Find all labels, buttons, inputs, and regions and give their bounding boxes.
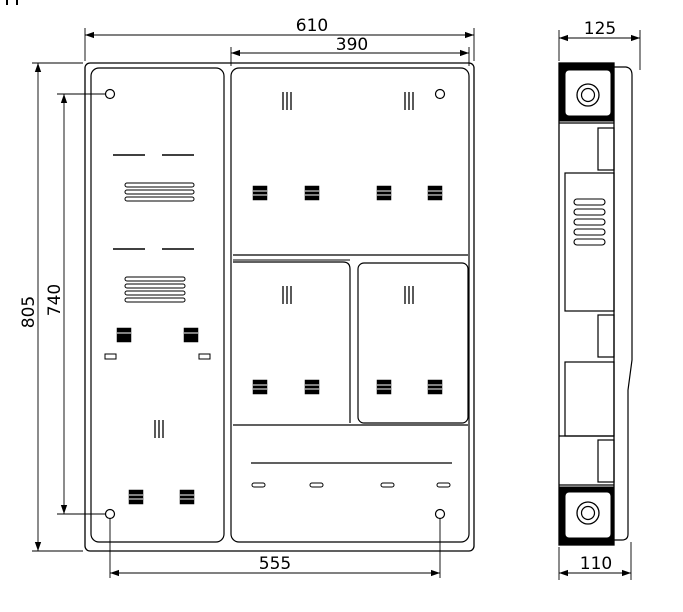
seal-slot (282, 92, 292, 110)
vent-grille-lower (124, 276, 186, 303)
dim-hole-horizontal-spacing: 555 (259, 554, 291, 574)
terminal-slots (251, 482, 451, 488)
clip (376, 185, 392, 201)
side-body (558, 62, 615, 546)
right-panel (230, 67, 470, 543)
mount-hole-bottom-right (434, 508, 446, 520)
side-cover-profile (614, 66, 633, 541)
side-dimension-labels: 125 110 (580, 19, 616, 574)
side-hole-bottom (576, 501, 600, 525)
enclosure-outline (84, 62, 475, 552)
clip (304, 185, 320, 201)
side-latch-panel (564, 361, 615, 437)
dim-hole-vertical-spacing: 740 (45, 284, 65, 316)
mount-hole-top-left (104, 88, 116, 100)
side-latch-1 (597, 127, 615, 171)
seal-slot (282, 286, 292, 304)
front-dimensions (32, 28, 475, 578)
corner-mark (6, 0, 18, 5)
meter-window-right (357, 262, 469, 424)
mount-hole-bottom-left (104, 508, 116, 520)
clip (116, 327, 132, 343)
clip (376, 379, 392, 395)
dim-side-body-depth: 110 (580, 554, 612, 574)
vent-grille-upper (124, 182, 195, 202)
left-panel (90, 67, 225, 543)
clip (252, 185, 268, 201)
front-dimension-labels: 610 390 805 740 555 (19, 16, 368, 574)
seal-slots (154, 92, 414, 438)
meter-window-left (233, 261, 351, 423)
side-view (558, 62, 633, 546)
left-panel-dashes (113, 154, 194, 250)
mount-hole-top-right (434, 88, 446, 100)
side-horizontal-lines (559, 122, 614, 486)
clip (128, 489, 144, 505)
clip (183, 327, 199, 343)
side-dimensions (558, 30, 641, 580)
clip-blocks (116, 185, 443, 505)
clip (427, 185, 443, 201)
seal-slot (404, 92, 414, 110)
clip (252, 379, 268, 395)
small-tabs (104, 353, 211, 360)
seal-slot (404, 286, 414, 304)
dim-side-overall-depth: 125 (584, 19, 616, 39)
clip (427, 379, 443, 395)
side-hole-top (576, 83, 600, 107)
side-vent-slots (573, 198, 606, 246)
dim-overall-width: 610 (296, 16, 328, 36)
dim-right-section-width: 390 (336, 35, 368, 55)
clip-ridges (117, 190, 442, 500)
side-latch-3 (597, 439, 615, 483)
side-vent-panel (564, 172, 615, 312)
dim-overall-height: 805 (19, 296, 39, 328)
clip (179, 489, 195, 505)
side-latch-2 (597, 314, 615, 358)
seal-slot (154, 420, 164, 438)
front-view (84, 62, 475, 552)
clip (304, 379, 320, 395)
